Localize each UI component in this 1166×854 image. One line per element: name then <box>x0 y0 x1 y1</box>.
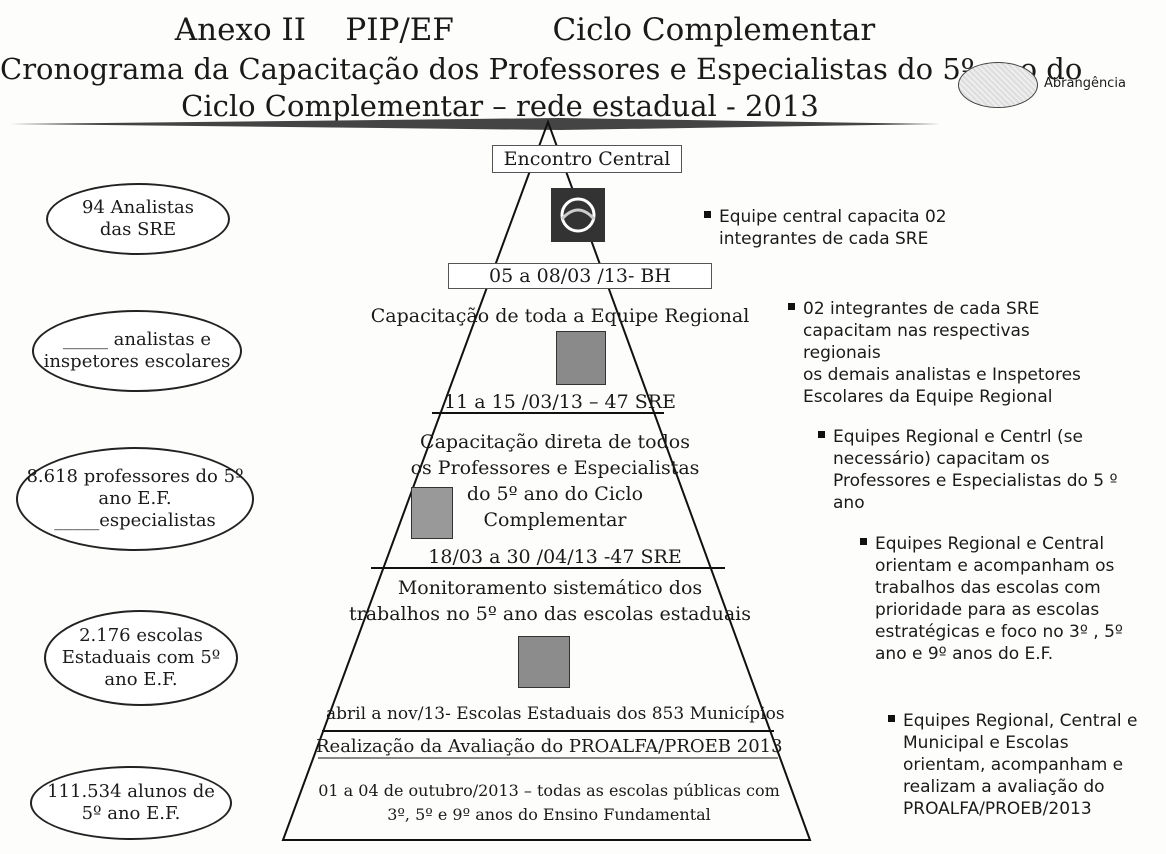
oval-line: 2.176 escolas <box>79 625 203 646</box>
oval-line: _____ analistas e <box>62 329 212 350</box>
abrangencia-oval <box>958 62 1038 108</box>
pyramid-outline <box>281 119 812 841</box>
level4-title-line1: Monitoramento sistemático dos <box>397 577 703 599</box>
bullet-line: necessário) capacitam os <box>833 449 1050 469</box>
level2-title: Capacitação de toda a Equipe Regional <box>370 305 750 327</box>
bullet-1: Equipe central capacita 02 integrantes d… <box>704 206 1004 250</box>
oval-line: 111.534 alunos de <box>47 781 215 802</box>
bullet-4: Equipes Regional e Central orientam e ac… <box>860 533 1160 665</box>
bullet-marker-icon <box>860 537 867 545</box>
bullet-line: os demais analistas e Inspetores <box>803 365 1081 385</box>
level3-date: 18/03 a 30 /04/13 -47 SRE <box>428 546 682 568</box>
bullet-marker-icon <box>818 430 825 438</box>
level5-text-line1: 01 a 04 de outubro/2013 – todas as escol… <box>318 781 780 800</box>
bullet-line: trabalhos das escolas com <box>875 578 1101 598</box>
team-image <box>556 331 606 385</box>
level5-title: Realização da Avaliação do PROALFA/PROEB… <box>316 736 783 757</box>
level4-date: abril a nov/13- Escolas Estaduais dos 85… <box>326 704 785 724</box>
bullet-3: Equipes Regional e Centrl (se necessário… <box>818 426 1128 514</box>
level3-title-line4: Complementar <box>483 509 627 531</box>
bullet-line: Equipes Regional e Centrl (se <box>833 427 1083 447</box>
bullet-line: Municipal e Escolas <box>903 733 1069 753</box>
level3-title-line1: Capacitação direta de todos <box>420 431 690 453</box>
bullet-line: prioridade para as escolas <box>875 600 1100 620</box>
bullet-5: Equipes Regional, Central e Municipal e … <box>888 710 1164 820</box>
bullet-line: realizam a avaliação do <box>903 777 1105 797</box>
oval-line: inspetores escolares <box>43 351 231 372</box>
bullet-line: Equipes Regional, Central e <box>903 711 1138 731</box>
bullet-marker-icon <box>704 210 711 218</box>
level3-title-line3: do 5º ano do Ciclo <box>466 483 644 505</box>
encontro-central-box: Encontro Central <box>492 145 682 173</box>
oval-line: _____especialistas <box>54 510 216 531</box>
oval-line: ano E.F. <box>104 669 178 690</box>
level4-title-line2: trabalhos no 5º ano das escolas estaduai… <box>349 603 751 625</box>
bullet-line: capacitam nas respectivas regionais <box>803 321 1030 363</box>
level5-text-line2: 3º, 5º e 9º anos do Ensino Fundamental <box>387 805 711 824</box>
title-line-1: Anexo II PIP/EF Ciclo Complementar <box>174 12 876 48</box>
oval-line: ano E.F. <box>98 488 172 509</box>
monitoring-image <box>518 636 570 688</box>
bullet-line: integrantes de cada SRE <box>719 229 929 249</box>
teacher-image <box>411 487 453 539</box>
bullet-line: Professores e Especialistas do 5 º <box>833 471 1118 491</box>
bullet-line: Equipe central capacita 02 <box>719 207 947 227</box>
bullet-line: ano <box>833 493 865 513</box>
bullet-line: estratégicas e foco no 3º , 5º <box>875 622 1123 642</box>
bullet-line: Equipes Regional e Central <box>875 534 1105 554</box>
level3-title-line2: os Professores e Especialistas <box>410 457 700 479</box>
bullet-marker-icon <box>888 714 895 722</box>
title-line-2: Cronograma da Capacitação dos Professore… <box>0 52 1083 86</box>
oval-line: 94 Analistas <box>82 197 194 218</box>
bullet-marker-icon <box>788 302 795 310</box>
level2-date: 11 a 15 /03/13 – 47 SRE <box>444 391 676 413</box>
globe-image <box>551 188 605 242</box>
bullet-line: Escolares da Equipe Regional <box>803 387 1053 407</box>
abrangencia-label: Abrangência <box>1044 76 1126 91</box>
level1-date-box: 05 a 08/03 /13- BH <box>448 263 712 289</box>
title-line-3: Ciclo Complementar – rede estadual - 201… <box>181 89 819 123</box>
bullet-line: ano e 9º anos do E.F. <box>875 644 1054 664</box>
oval-line: 8.618 professores do 5º <box>26 466 244 487</box>
bullet-line: orientam, acompanham e <box>903 755 1124 775</box>
oval-line: das SRE <box>99 219 177 240</box>
bullet-line: 02 integrantes de cada SRE <box>803 299 1040 319</box>
oval-line: 5º ano E.F. <box>81 803 181 824</box>
bullet-2: 02 integrantes de cada SRE capacitam nas… <box>788 298 1108 408</box>
oval-line: Estaduais com 5º <box>61 647 221 668</box>
bullet-line: PROALFA/PROEB/2013 <box>903 799 1092 819</box>
header-divider <box>10 118 940 130</box>
bullet-line: orientam e acompanham os <box>875 556 1115 576</box>
